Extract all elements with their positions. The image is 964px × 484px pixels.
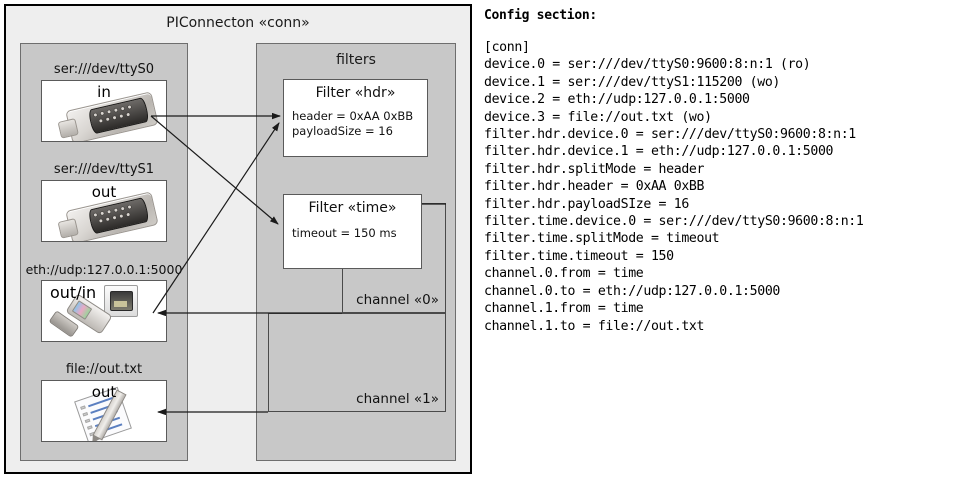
filter-time-attr-timeout: timeout = 150 ms xyxy=(292,226,397,240)
config-text: [conn] device.0 = ser:///dev/ttyS0:9600:… xyxy=(484,40,864,334)
device-ttyS0[interactable]: ser:///dev/ttyS0 in xyxy=(21,62,187,142)
device-caption: eth://udp:127.0.0.1:5000 xyxy=(25,262,183,277)
device-box[interactable]: out xyxy=(41,380,167,442)
device-caption: ser:///dev/ttyS0 xyxy=(53,62,155,77)
channel-1-label: channel «1» xyxy=(356,391,439,407)
ethernet-icon xyxy=(42,281,166,341)
filter-time-box[interactable]: Filter «time» timeout = 150 ms xyxy=(283,194,422,269)
device-caption: file://out.txt xyxy=(65,362,143,377)
connector-diagram: PIConnecton «conn» ser:///dev/ttyS0 in xyxy=(4,4,472,474)
config-heading: Config section: xyxy=(484,8,597,23)
devices-panel: ser:///dev/ttyS0 in xyxy=(20,43,188,461)
filter-hdr-attr-payloadsize: payloadSize = 16 xyxy=(292,124,393,138)
device-direction-label: in xyxy=(97,83,111,101)
filter-hdr-box[interactable]: Filter «hdr» header = 0xAA 0xBB payloadS… xyxy=(283,79,428,157)
device-box[interactable]: in xyxy=(41,80,167,142)
channel-0-label: channel «0» xyxy=(356,292,439,308)
device-caption: ser:///dev/ttyS1 xyxy=(53,162,155,177)
device-box[interactable]: out/in xyxy=(41,280,167,342)
device-direction-label: out/in xyxy=(50,283,97,302)
channel-1-route: channel «1» xyxy=(268,313,446,412)
filter-hdr-attr-header: header = 0xAA 0xBB xyxy=(292,109,414,123)
filters-panel-title: filters xyxy=(336,52,376,68)
device-box[interactable]: out xyxy=(41,180,167,242)
filter-time-title: Filter «time» xyxy=(308,200,397,216)
filter-hdr-title: Filter «hdr» xyxy=(315,85,396,101)
diagram-title: PIConnecton «conn» xyxy=(166,15,310,31)
config-section: Config section: [conn] device.0 = ser://… xyxy=(484,8,960,335)
device-direction-label: out xyxy=(91,183,117,201)
device-file-out[interactable]: file://out.txt out xyxy=(21,362,187,442)
device-eth-udp[interactable]: eth://udp:127.0.0.1:5000 out/in xyxy=(21,262,187,342)
device-ttyS1[interactable]: ser:///dev/ttyS1 out xyxy=(21,162,187,242)
device-direction-label: out xyxy=(91,383,117,401)
